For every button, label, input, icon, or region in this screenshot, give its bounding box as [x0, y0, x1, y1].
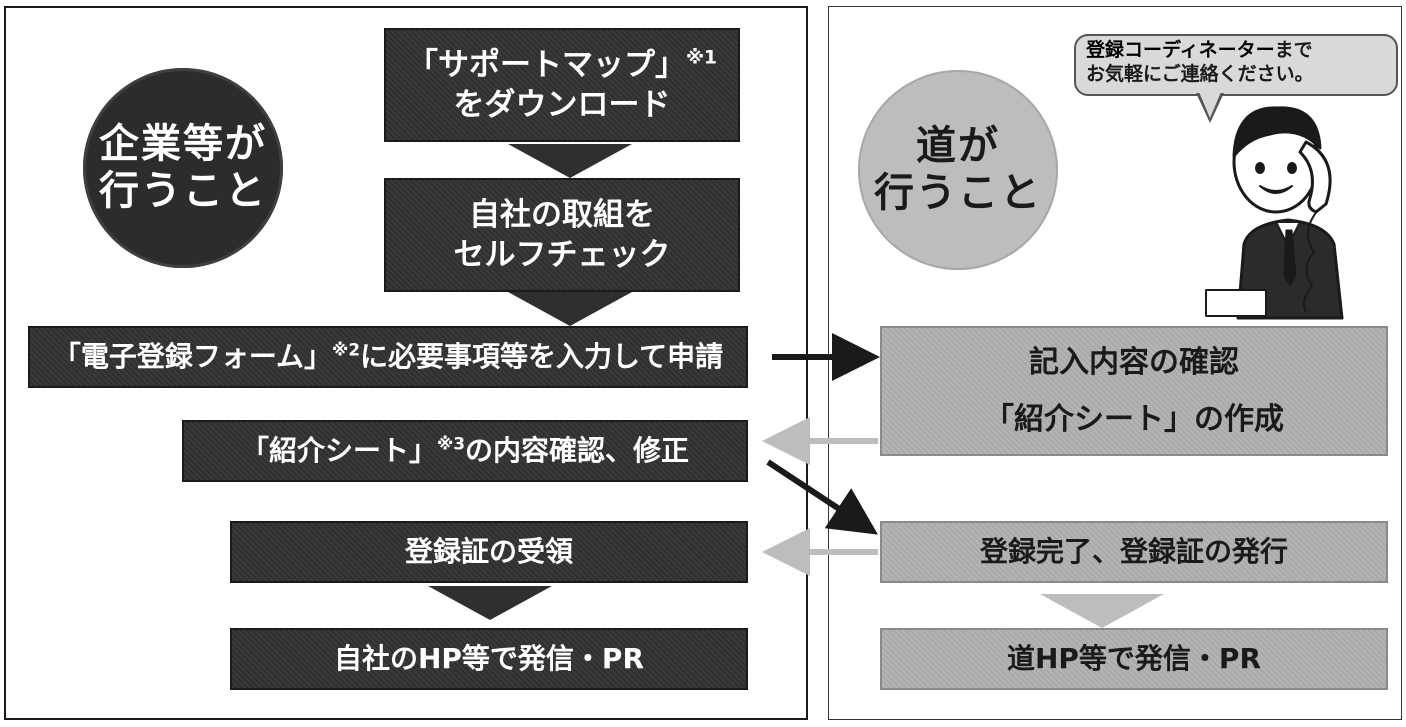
step-self-check-line1: 自社の取組を: [469, 196, 655, 233]
government-role-circle: 道が 行うこと: [858, 70, 1058, 270]
step-review-intro-sheet: 「紹介シート」※3の内容確認、修正: [182, 420, 748, 482]
arrow-diagonal-icon: [766, 459, 879, 535]
note-1: ※1: [685, 47, 717, 69]
gov-step-publish-label: 道HP等で発信・PR: [1006, 641, 1262, 675]
step-self-check: 自社の取組を セルフチェック: [384, 178, 740, 292]
step-download-line1: 「サポートマップ」: [406, 46, 686, 83]
step-review-suffix: の内容確認、修正: [465, 433, 690, 467]
step-submit-suffix: に必要事項等を入力して申請: [360, 339, 724, 373]
step-company-publish-label: 自社のHP等で発信・PR: [333, 641, 645, 675]
note-3: ※3: [437, 433, 465, 454]
speech-bubble: 登録コーディネーターまで お気軽にご連絡ください。: [1074, 34, 1398, 96]
gov-circle-line1: 道が: [916, 122, 1000, 169]
gov-circle-line2: 行うこと: [874, 170, 1042, 216]
step-download-line2: をダウンロード: [453, 87, 671, 123]
step-self-check-line2: セルフチェック: [453, 237, 671, 273]
company-circle-line2: 行うこと: [99, 168, 267, 214]
gov-step-confirm-line1: 記入内容の確認: [1029, 345, 1239, 380]
gov-step-issue-certificate: 登録完了、登録証の発行: [880, 521, 1388, 583]
person-on-phone-icon: [1205, 106, 1344, 320]
arrow-down-icon: [508, 292, 632, 326]
gov-step-confirm-line2: 「紹介シート」の作成: [984, 402, 1284, 437]
bubble-tail-fill: [1199, 92, 1221, 118]
step-submit-electronic-form: 「電子登録フォーム」※2に必要事項等を入力して申請: [28, 326, 748, 388]
note-2: ※2: [332, 339, 360, 360]
gov-step-issue-certificate-label: 登録完了、登録証の発行: [979, 534, 1288, 568]
company-circle-line1: 企業等が: [99, 120, 267, 167]
arrow-down-icon: [508, 144, 632, 178]
arrow-down-icon: [428, 586, 552, 620]
step-review-prefix: 「紹介シート」: [240, 433, 437, 467]
bubble-line2: お気軽にご連絡ください。: [1086, 62, 1314, 85]
step-company-publish: 自社のHP等で発信・PR: [230, 628, 748, 690]
bubble-highlight: 登録コーディネーター: [1086, 39, 1275, 61]
step-submit-prefix: 「電子登録フォーム」: [52, 339, 332, 373]
step-receive-certificate-label: 登録証の受領: [404, 534, 573, 568]
gov-step-publish: 道HP等で発信・PR: [880, 628, 1388, 690]
company-role-circle: 企業等が 行うこと: [83, 68, 283, 268]
step-download-support-map: 「サポートマップ」※1 をダウンロード: [384, 28, 740, 142]
step-receive-certificate: 登録証の受領: [230, 521, 748, 583]
gov-step-confirm-create-sheet: 記入内容の確認 「紹介シート」の作成: [880, 326, 1388, 456]
bubble-line1-rest: まで: [1274, 39, 1313, 61]
arrow-down-icon: [1040, 594, 1164, 628]
